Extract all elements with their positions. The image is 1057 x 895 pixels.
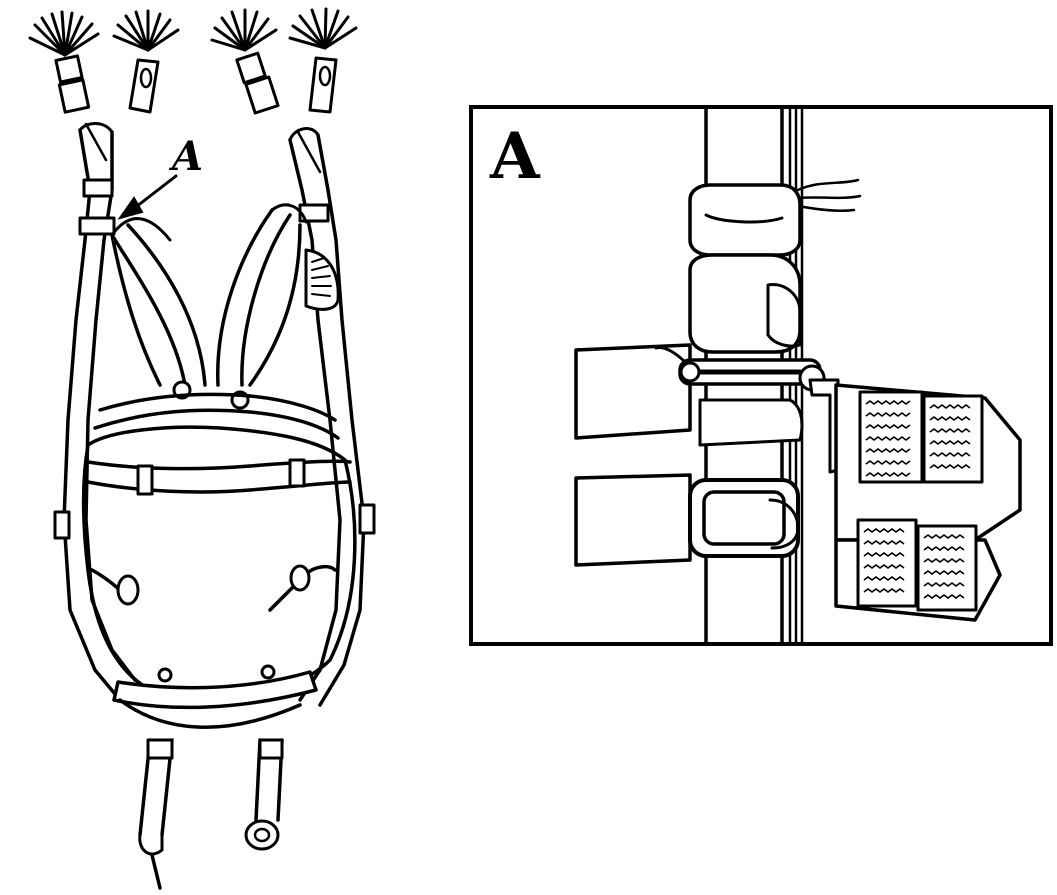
waist-band-keeper-right bbox=[288, 458, 306, 488]
inset-middle-fold bbox=[698, 398, 804, 447]
inset-label-a: A bbox=[489, 119, 541, 194]
riser-tassel-2 bbox=[112, 9, 180, 114]
inset-fold-panel bbox=[688, 253, 802, 354]
inset-fastener-patch-upper-left bbox=[858, 390, 924, 484]
inset-upper-loop-fold bbox=[704, 213, 784, 224]
inset-left-band-lower bbox=[574, 473, 692, 567]
inset-fold-roll bbox=[766, 283, 802, 348]
left-riser-buckle bbox=[82, 178, 114, 198]
left-leg-strap bbox=[138, 738, 174, 890]
waist-band-bottom bbox=[86, 480, 352, 494]
riser-tassel-1 bbox=[28, 10, 100, 114]
waist-band-top bbox=[86, 459, 352, 471]
container-pack bbox=[81, 425, 357, 702]
inset-lower-buckle-roll bbox=[768, 498, 800, 550]
callout-arrowhead bbox=[117, 196, 144, 220]
inset-left-band-upper bbox=[574, 343, 692, 440]
horizontal-back-strap-top bbox=[98, 392, 337, 422]
inset-crossbar-end-left bbox=[679, 361, 701, 383]
canopy-release-teeth bbox=[311, 257, 332, 297]
horizontal-back-strap-bottom bbox=[93, 408, 340, 440]
inset-fastener-patch-lower-right bbox=[916, 524, 978, 612]
left-side-adapter bbox=[53, 510, 71, 540]
right-side-adapter bbox=[358, 503, 376, 535]
right-leg-strap bbox=[244, 738, 284, 851]
left-connector-link bbox=[78, 216, 116, 236]
inset-fastener-patch-upper-right bbox=[922, 394, 984, 484]
inset-pull-tab bbox=[654, 345, 687, 364]
saddle-pad bbox=[112, 670, 318, 710]
inset-lower-buckle-window bbox=[702, 490, 786, 546]
saddle-grommet-left bbox=[157, 667, 173, 683]
right-diagonal-connector bbox=[289, 564, 311, 592]
inset-upper-loop bbox=[688, 183, 802, 257]
saddle-grommet-right bbox=[260, 664, 276, 680]
callout-arrow bbox=[130, 174, 178, 212]
riser-tassel-4 bbox=[288, 7, 358, 114]
riser-tassel-3 bbox=[210, 8, 280, 115]
saddle-lower-edge bbox=[118, 698, 302, 729]
inset-cord-strand-2 bbox=[796, 194, 862, 200]
detail-inset-a: A bbox=[469, 105, 1053, 646]
waist-band-keeper-left bbox=[136, 464, 154, 496]
callout-label-a: A bbox=[168, 133, 203, 180]
inset-fastener-patch-lower-left bbox=[856, 518, 918, 608]
inset-side-connector bbox=[808, 378, 840, 474]
harness-assembly: A bbox=[28, 7, 376, 890]
left-main-lift-web bbox=[62, 122, 137, 702]
inset-cord-strand-3 bbox=[796, 204, 856, 213]
inset-cord-strand-1 bbox=[796, 178, 860, 192]
back-cross-straps bbox=[110, 203, 308, 387]
left-diagonal-connector bbox=[116, 574, 140, 606]
